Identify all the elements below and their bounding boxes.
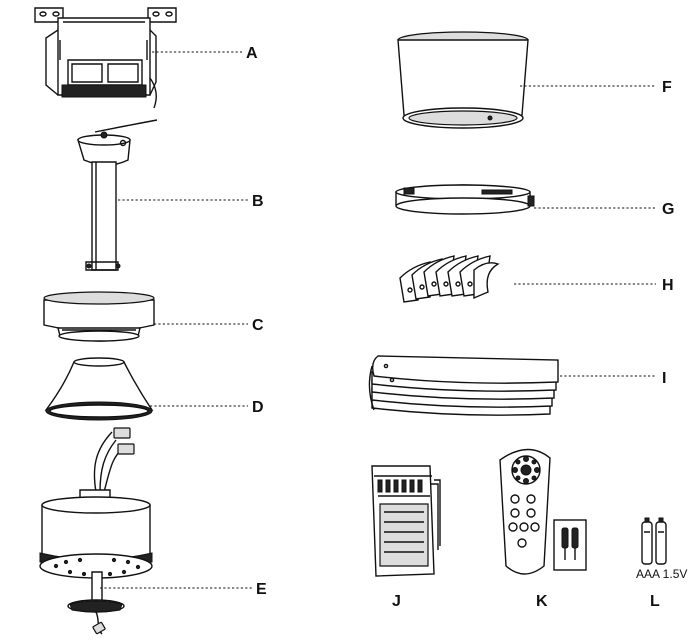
batteries: [641, 517, 667, 565]
label-b: B: [252, 193, 264, 210]
remote-control: [499, 448, 551, 575]
label-e: E: [256, 581, 267, 598]
light-shade: [397, 31, 529, 129]
label-g: G: [662, 201, 674, 218]
label-a: A: [246, 45, 258, 62]
label-j: J: [392, 593, 401, 610]
downrod: [77, 119, 158, 271]
motor-holes: [53, 557, 141, 577]
remote-battery-box: [553, 519, 587, 571]
label-i: I: [662, 370, 666, 387]
fan-blades: [368, 355, 559, 416]
receiver: [371, 465, 441, 577]
motor-assembly: [39, 427, 153, 635]
coupling-cover: [44, 357, 154, 421]
label-c: C: [252, 317, 264, 334]
retaining-ring: [395, 184, 535, 215]
blade-brackets: [399, 255, 500, 303]
canopy: [43, 291, 155, 342]
mounting-bracket: [34, 7, 177, 109]
label-d: D: [252, 399, 264, 416]
label-f: F: [662, 79, 672, 96]
battery-note: AAA 1.5V: [636, 567, 687, 581]
label-l: L: [650, 593, 660, 610]
label-k: K: [536, 593, 548, 610]
label-h: H: [662, 277, 674, 294]
